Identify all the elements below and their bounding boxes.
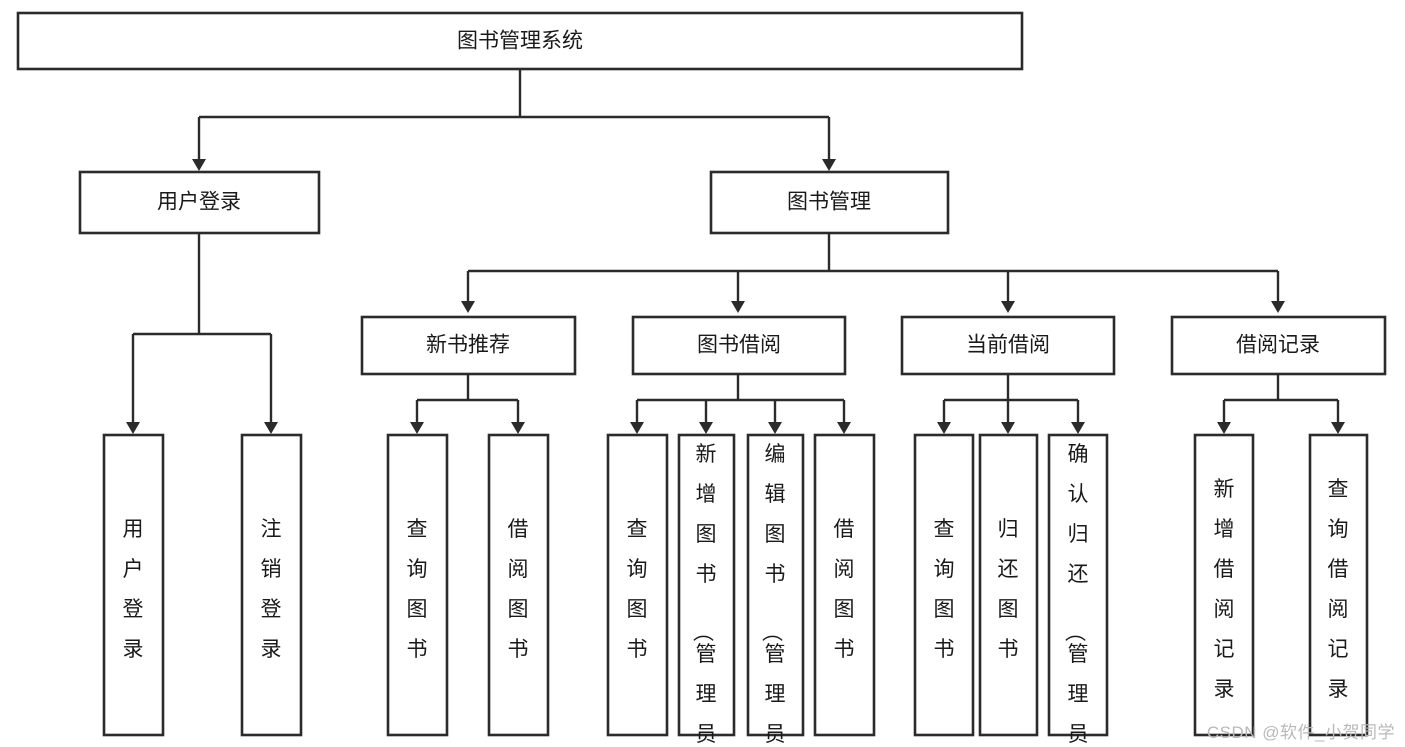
leaf-newbook-borrow[interactable]: 借阅图书	[487, 433, 550, 737]
leaf-borrow-do[interactable]: 借阅图书	[813, 433, 876, 737]
leaf-current-query-label: 查询图书	[934, 518, 955, 661]
node-borrow-records[interactable]: 借阅记录	[1170, 315, 1387, 376]
leaf-newbook-borrow-label: 借阅图书	[508, 518, 529, 661]
node-current-borrow[interactable]: 当前借阅	[900, 315, 1116, 376]
leaf-borrow-edit[interactable]: 编辑图书（管理员）	[746, 433, 805, 747]
leaf-borrow-query[interactable]: 查询图书	[606, 433, 669, 737]
connectors-records	[1217, 374, 1345, 434]
node-user-login[interactable]: 用户登录	[78, 170, 321, 235]
node-new-book-recommend-label: 新书推荐	[426, 334, 510, 357]
leaf-newbook-query-label: 查询图书	[407, 518, 428, 661]
leaf-current-confirm-label: 确认归还（管理员）	[1063, 443, 1089, 747]
connectors-root	[192, 69, 836, 171]
leaf-current-query[interactable]: 查询图书	[913, 433, 975, 737]
leaf-borrow-edit-label: 编辑图书（管理员）	[760, 443, 786, 747]
node-book-management[interactable]: 图书管理	[709, 170, 950, 235]
connectors-borrow	[630, 374, 851, 434]
leaf-user-login[interactable]: 用户登录	[102, 433, 165, 737]
connectors-new-book	[410, 374, 525, 434]
leaf-current-confirm[interactable]: 确认归还（管理员）	[1047, 433, 1109, 747]
leaf-borrow-query-label: 查询图书	[627, 518, 648, 661]
node-current-borrow-label: 当前借阅	[966, 334, 1050, 357]
leaf-records-add-label: 新增借阅记录	[1214, 478, 1235, 701]
leaf-borrow-add-label: 新增图书（管理员）	[691, 443, 717, 747]
leaf-borrow-do-label: 借阅图书	[834, 518, 855, 661]
node-root[interactable]: 图书管理系统	[16, 11, 1024, 71]
connectors-user-login	[126, 233, 278, 434]
node-borrow-records-label: 借阅记录	[1236, 334, 1320, 357]
leaf-current-return[interactable]: 归还图书	[978, 433, 1039, 737]
connectors-current	[937, 374, 1085, 434]
node-user-login-label: 用户登录	[157, 191, 241, 214]
leaf-newbook-query[interactable]: 查询图书	[386, 433, 449, 737]
leaf-records-query[interactable]: 查询借阅记录	[1308, 433, 1369, 737]
leaf-current-return-label: 归还图书	[998, 518, 1019, 661]
watermark: CSDN @软件_小贺同学	[1206, 723, 1395, 742]
node-new-book-recommend[interactable]: 新书推荐	[360, 315, 577, 376]
connectors-book-mgmt	[461, 233, 1285, 313]
leaf-records-add[interactable]: 新增借阅记录	[1193, 433, 1255, 737]
leaf-records-query-label: 查询借阅记录	[1328, 478, 1349, 701]
node-book-borrow-label: 图书借阅	[697, 334, 781, 357]
leaf-borrow-add[interactable]: 新增图书（管理员）	[677, 433, 736, 747]
node-root-label: 图书管理系统	[457, 30, 583, 53]
leaf-logout-label: 注销登录	[261, 518, 282, 661]
leaf-user-login-label: 用户登录	[123, 518, 144, 661]
leaf-logout[interactable]: 注销登录	[240, 433, 303, 737]
node-book-management-label: 图书管理	[787, 191, 871, 214]
node-book-borrow[interactable]: 图书借阅	[631, 315, 847, 376]
